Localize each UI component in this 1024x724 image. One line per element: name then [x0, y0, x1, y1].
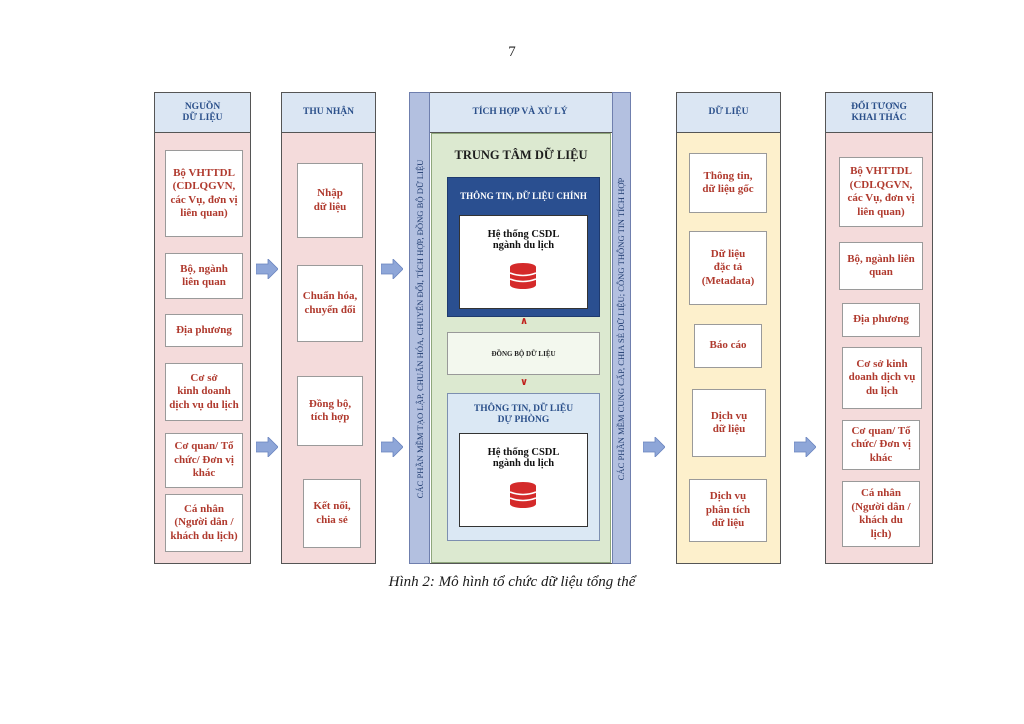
sources-header: NGUỒN DỮ LIỆU — [155, 93, 250, 133]
user-item: Cơ sở kinh doanh dịch vụ du lịch — [842, 347, 922, 409]
source-item: Cơ quan/ Tổ chức/ Đơn vị khác — [165, 433, 243, 488]
intake-item: Kết nối, chia sẻ — [303, 479, 361, 548]
intake-item: Chuẩn hóa, chuyển đổi — [297, 265, 363, 342]
intake-item: Đồng bộ, tích hợp — [297, 376, 363, 446]
right-software-bar — [612, 92, 631, 564]
data-item: Thông tin, dữ liệu gốc — [689, 153, 767, 213]
data-item: Báo cáo — [694, 324, 762, 368]
data-item: Dịch vụ dữ liệu — [692, 389, 766, 457]
left-software-label: CÁC PHẦN MỀM TẠO LẬP, CHUẨN HÓA, CHUYỂN … — [415, 159, 425, 499]
page-number: 7 — [508, 44, 516, 60]
source-item: Địa phương — [165, 314, 243, 347]
arrow-right-icon — [381, 437, 403, 457]
chevron-down-icon: ∨ — [519, 377, 529, 388]
arrow-right-icon — [643, 437, 665, 457]
left-software-bar — [409, 92, 430, 564]
integration-header: TÍCH HỢP VÀ XỬ LÝ — [410, 93, 630, 133]
sync-box: ĐỒNG BỘ DỮ LIỆU — [447, 332, 600, 375]
intake-item: Nhập dữ liệu — [297, 163, 363, 238]
user-item: Cơ quan/ Tổ chức/ Đơn vị khác — [842, 420, 920, 470]
data-item: Dữ liệu đặc tả (Metadata) — [689, 231, 767, 305]
arrow-right-icon — [256, 259, 278, 279]
arrow-right-icon — [256, 437, 278, 457]
database-icon — [509, 482, 537, 508]
figure-caption: Hình 2: Mô hình tổ chức dữ liệu tổng thể — [388, 574, 636, 590]
arrow-right-icon — [794, 437, 816, 457]
right-software-label: CÁC PHẦN MỀM CUNG CẤP, CHIA SẺ DỮ LIỆU; … — [616, 177, 626, 481]
chevron-up-icon: ∧ — [519, 316, 529, 327]
database-icon — [509, 263, 537, 289]
source-item: Bộ, ngành liên quan — [165, 253, 243, 299]
source-item: Cá nhân (Người dân / khách du lịch) — [165, 494, 243, 552]
backup-db-label: Hệ thống CSDL ngành du lịch — [487, 447, 560, 469]
source-item: Bộ VHTTDL (CDLQGVN, các Vụ, đơn vị liên … — [165, 150, 243, 237]
user-item: Cá nhân (Người dân / khách du lịch) — [842, 481, 920, 547]
backup-db-panel — [459, 433, 588, 527]
user-item: Địa phương — [842, 303, 920, 337]
main-db-panel — [459, 215, 588, 309]
main-data-title: THÔNG TIN, DỮ LIỆU CHÍNH — [460, 191, 587, 201]
backup-data-title: THÔNG TIN, DỮ LIỆU DỰ PHÒNG — [473, 404, 574, 425]
source-item: Cơ sở kinh doanh dịch vụ du lịch — [165, 363, 243, 421]
data-center-title: TRUNG TÂM DỮ LIỆU — [454, 148, 588, 162]
intake-header: THU NHẬN — [282, 93, 375, 133]
main-db-label: Hệ thống CSDL ngành du lịch — [487, 229, 560, 251]
data-item: Dịch vụ phân tích dữ liệu — [689, 479, 767, 542]
data-header: DỮ LIỆU — [677, 93, 780, 133]
users-header: ĐỐI TƯỢNG KHAI THÁC — [826, 93, 932, 133]
user-item: Bộ VHTTDL (CDLQGVN, các Vụ, đơn vị liên … — [839, 157, 923, 227]
user-item: Bộ, ngành liên quan — [839, 242, 923, 290]
arrow-right-icon — [381, 259, 403, 279]
